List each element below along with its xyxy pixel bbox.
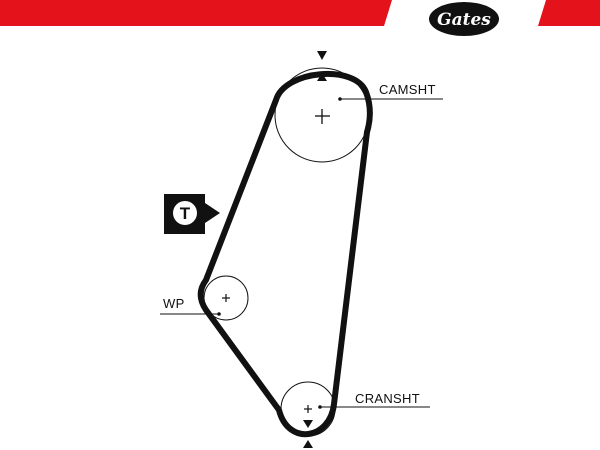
tensioner-marker-letter: T	[180, 204, 191, 223]
tensioner-marker-badge	[173, 201, 197, 225]
header-accent-corner	[538, 0, 600, 26]
water-pump-center-cross	[222, 294, 230, 302]
header-accent-bar	[0, 0, 392, 26]
water-pump-label: WP	[163, 296, 185, 311]
crankshaft-label: CRANSHT	[355, 391, 420, 406]
tensioner-marker: T	[164, 194, 220, 234]
bottom-timing-arrow	[303, 440, 313, 448]
camshaft-leader	[338, 97, 443, 101]
camshaft-timing-mark	[317, 73, 327, 81]
brand-logo-ellipse	[429, 2, 499, 36]
top-timing-arrow	[317, 51, 327, 60]
crankshaft-timing-mark	[303, 420, 313, 428]
camshaft-center-cross	[315, 109, 330, 124]
brand-logo-text: Gates	[437, 10, 491, 30]
timing-belt	[197, 70, 373, 438]
brand-logo: Gates	[429, 2, 499, 36]
crankshaft-leader	[318, 405, 430, 409]
water-pump-leader	[160, 312, 221, 316]
crankshaft-center-cross	[304, 405, 312, 413]
camshaft-label: CAMSHT	[379, 82, 436, 97]
